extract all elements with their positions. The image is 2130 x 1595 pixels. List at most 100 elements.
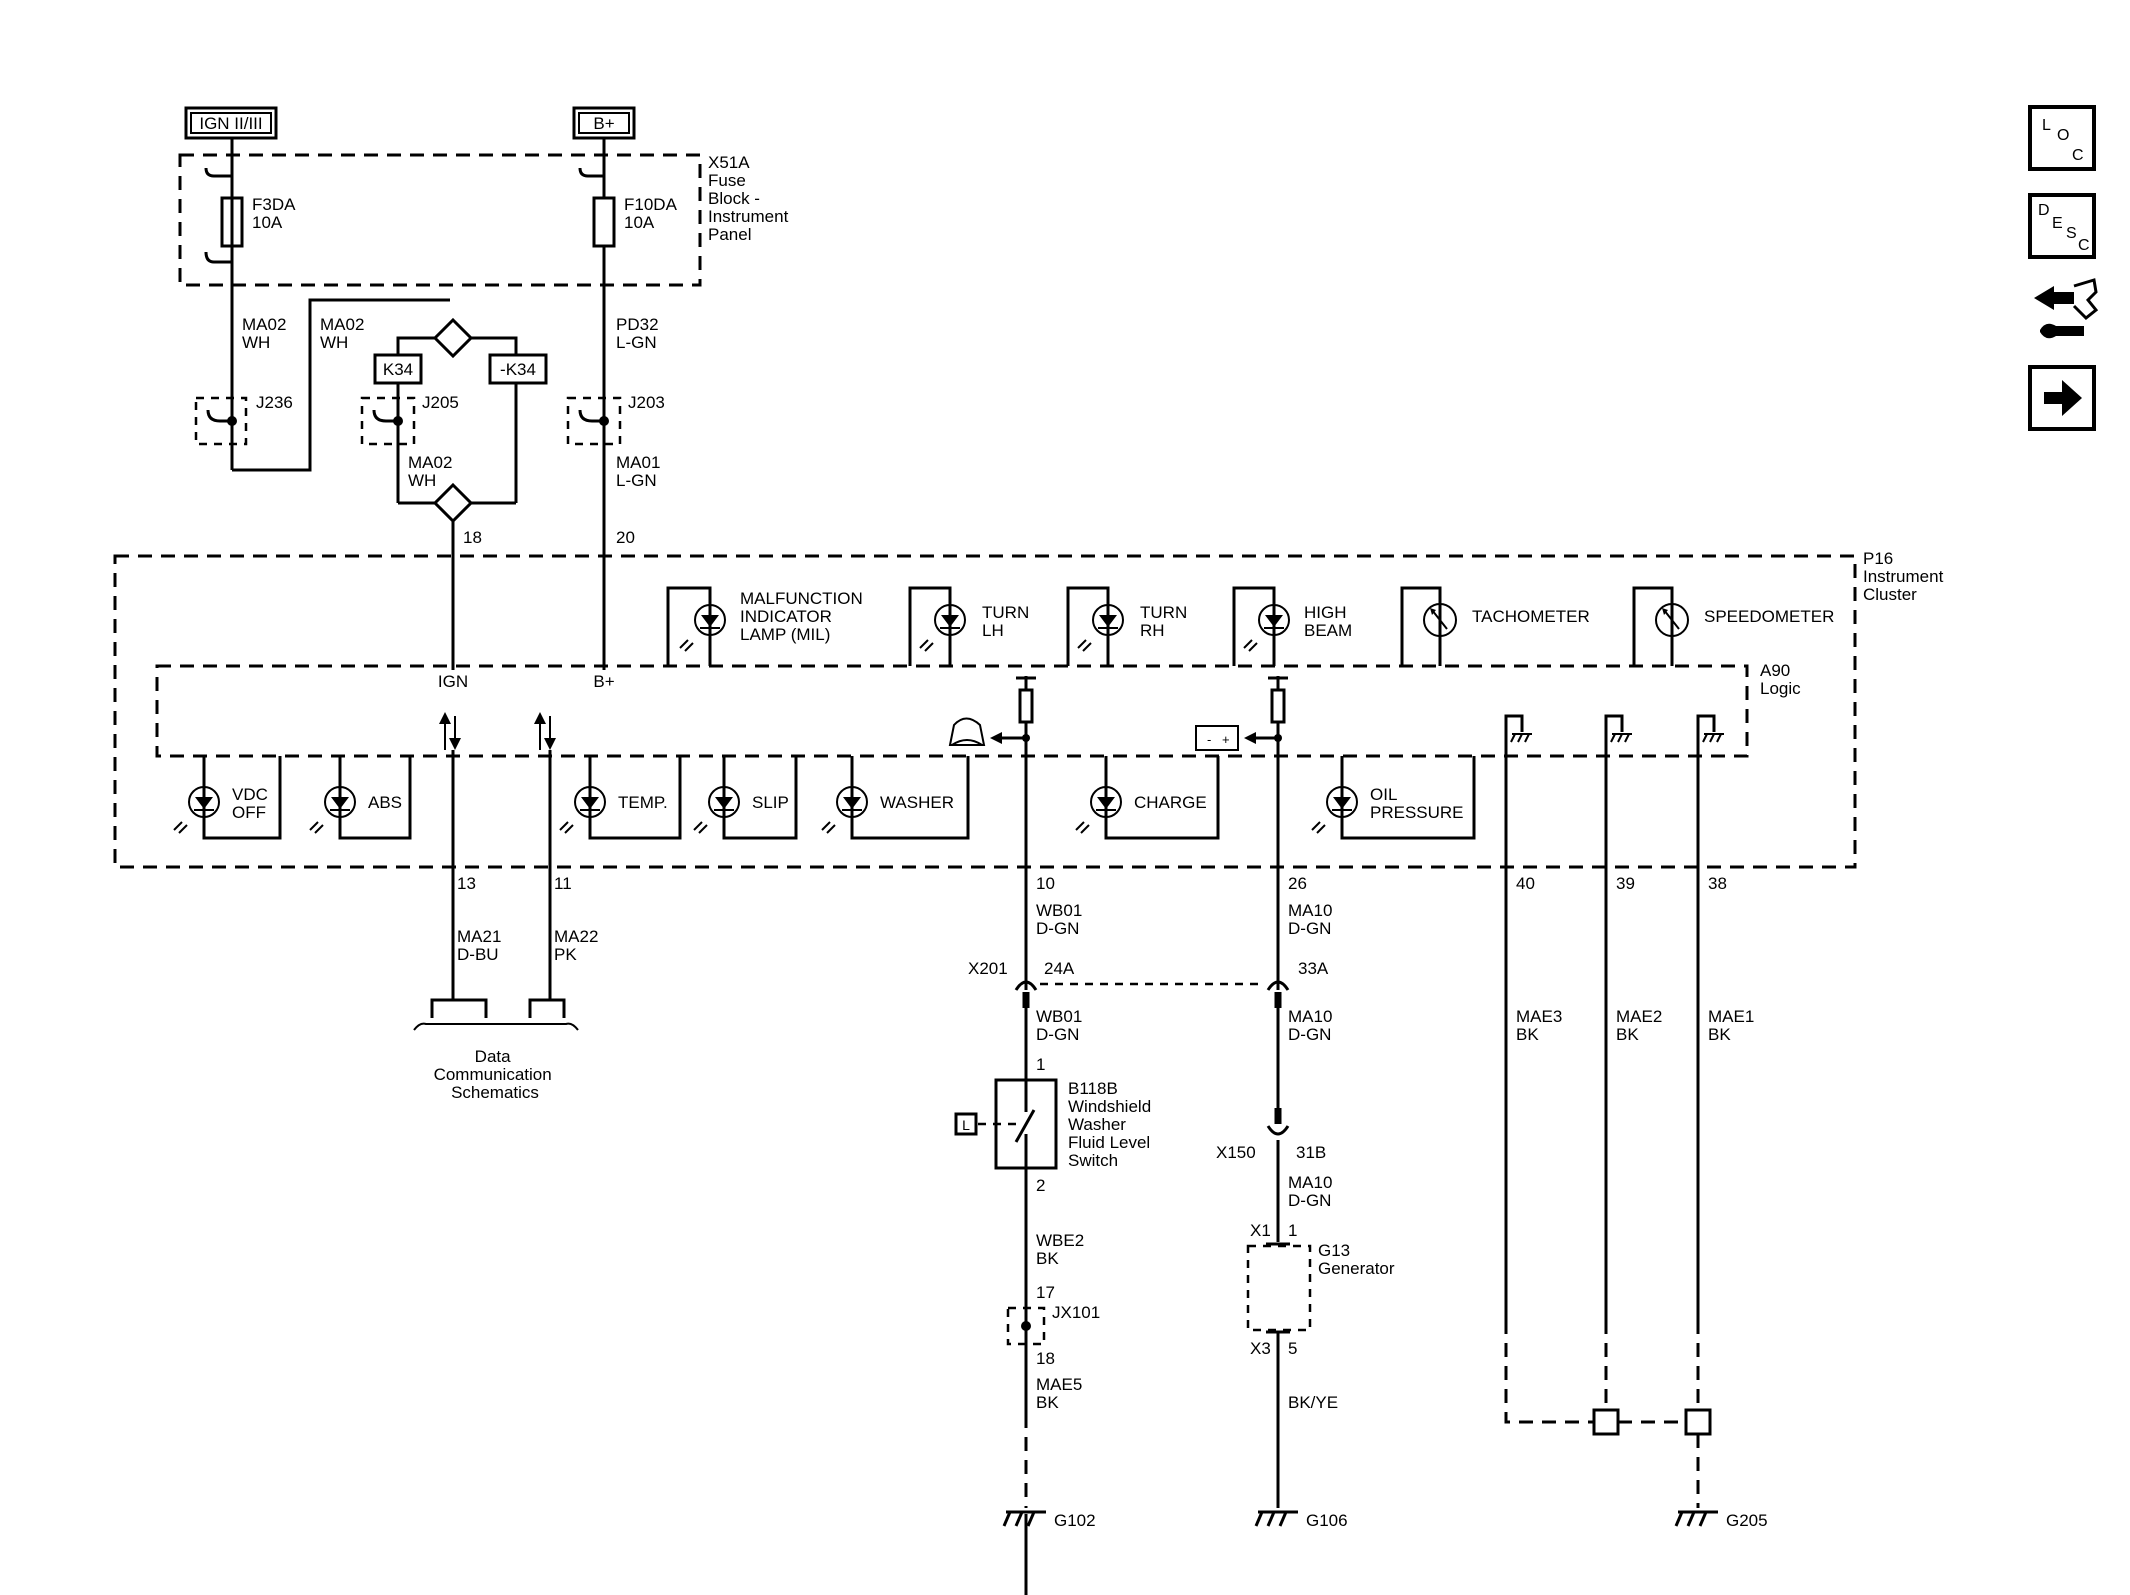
svg-text:SLIP: SLIP xyxy=(752,793,789,812)
svg-text:38: 38 xyxy=(1708,874,1727,893)
svg-text:TEMP.: TEMP. xyxy=(618,793,668,812)
svg-text:B+: B+ xyxy=(593,114,614,133)
svg-text:X150: X150 xyxy=(1216,1143,1256,1162)
lamp-abs: ABS xyxy=(309,756,412,840)
option-k34: K34 xyxy=(373,353,423,385)
internal-grounds xyxy=(1504,714,1725,1320)
desc-button[interactable]: D E S C xyxy=(2028,193,2096,259)
svg-text:J205: J205 xyxy=(422,393,459,412)
splice-jx101: JX101 xyxy=(1006,1303,1100,1346)
svg-text:ABS: ABS xyxy=(368,793,402,812)
washer-icon xyxy=(948,717,986,746)
svg-text:J236: J236 xyxy=(256,393,293,412)
svg-text:11: 11 xyxy=(554,874,572,893)
svg-text:40: 40 xyxy=(1516,874,1535,893)
svg-text:CHARGE: CHARGE xyxy=(1134,793,1207,812)
svg-text:WASHER: WASHER xyxy=(880,793,954,812)
svg-text:O: O xyxy=(2057,127,2069,144)
svg-text:TACHOMETER: TACHOMETER xyxy=(1472,607,1590,626)
ground-g102: G102 xyxy=(1002,1510,1096,1530)
svg-text:L: L xyxy=(2042,117,2051,134)
svg-text:24A: 24A xyxy=(1044,959,1075,978)
svg-text:20: 20 xyxy=(616,528,635,547)
svg-text:17: 17 xyxy=(1036,1283,1055,1302)
svg-text:E: E xyxy=(2052,215,2063,232)
svg-text:J203: J203 xyxy=(628,393,665,412)
fuse-block-label: X51A Fuse Block - Instrument Panel xyxy=(708,153,793,244)
splice-j203: J203 xyxy=(566,393,665,446)
svg-text:13: 13 xyxy=(457,874,476,893)
svg-text:5: 5 xyxy=(1288,1339,1297,1358)
ign-power-source: IGN II/III xyxy=(184,106,278,140)
gauge-tachometer: TACHOMETER xyxy=(1400,586,1590,666)
svg-text:C: C xyxy=(2072,147,2084,164)
ground-g205: G205 xyxy=(1674,1510,1768,1530)
svg-text:G205: G205 xyxy=(1726,1511,1768,1530)
lamp-temp: TEMP. xyxy=(559,756,682,840)
option-not-k34: -K34 xyxy=(488,353,548,385)
svg-text:26: 26 xyxy=(1288,874,1307,893)
connector-tool-icon[interactable] xyxy=(2034,278,2099,339)
loc-button[interactable]: L O C xyxy=(2028,105,2096,171)
battery-icon xyxy=(1195,725,1239,751)
lamp-charge: CHARGE xyxy=(1075,756,1220,840)
svg-text:2: 2 xyxy=(1036,1176,1045,1195)
svg-text:JX101: JX101 xyxy=(1052,1303,1100,1322)
svg-text:S: S xyxy=(2066,225,2077,242)
svg-text:D: D xyxy=(2038,202,2050,219)
wire-bk-ye: BK/YE xyxy=(1288,1393,1338,1412)
next-button[interactable] xyxy=(2028,365,2096,431)
bplus-power-source: B+ xyxy=(572,106,636,140)
svg-text:X1: X1 xyxy=(1250,1221,1271,1240)
svg-text:18: 18 xyxy=(463,528,482,547)
ground-bus xyxy=(1504,1320,1712,1508)
logic-label: A90 Logic xyxy=(1760,661,1801,698)
gauge-speedometer: SPEEDOMETER xyxy=(1632,586,1834,666)
svg-text:B+: B+ xyxy=(593,672,614,691)
svg-text:IGN: IGN xyxy=(438,672,468,691)
svg-text:L: L xyxy=(962,1117,970,1133)
fuse-block-x51a xyxy=(178,153,702,287)
svg-text:18: 18 xyxy=(1036,1349,1055,1368)
washer-circuit xyxy=(948,676,1036,990)
svg-text:39: 39 xyxy=(1616,874,1635,893)
connector-x201 xyxy=(1014,980,1038,991)
svg-text:-: - xyxy=(1207,732,1211,747)
data-arrows-13 xyxy=(439,712,461,750)
splice-j205: J205 xyxy=(360,383,459,503)
data-comm-label: Data Communication Schematics xyxy=(434,1047,557,1102)
option-diamond-upper xyxy=(432,317,474,359)
svg-text:G102: G102 xyxy=(1054,1511,1096,1530)
svg-text:31B: 31B xyxy=(1296,1143,1326,1162)
lamp-slip: SLIP xyxy=(693,756,798,840)
